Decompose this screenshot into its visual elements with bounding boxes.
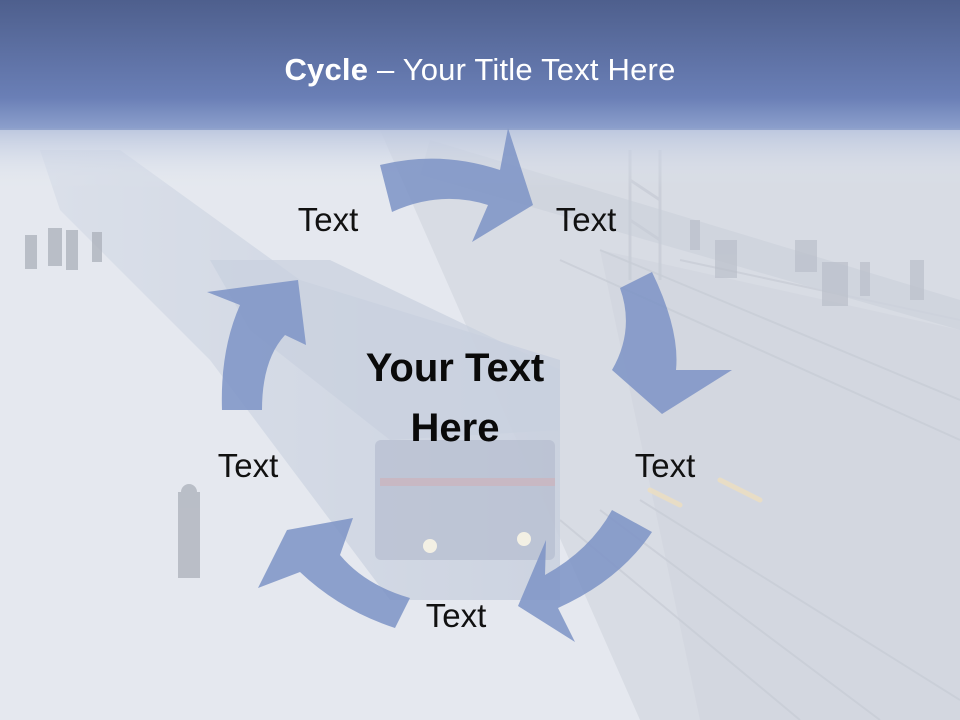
cycle-label-2: Text bbox=[555, 201, 617, 238]
center-text: Your Text Here bbox=[365, 346, 545, 450]
title-rest: – Your Title Text Here bbox=[368, 52, 676, 87]
cycle-label-4: Text bbox=[425, 597, 487, 634]
cycle-arrow-4 bbox=[258, 518, 410, 628]
cycle-label-5: Text bbox=[217, 447, 279, 484]
title-bold: Cycle bbox=[284, 52, 369, 87]
cycle-label-3: Text bbox=[634, 447, 696, 484]
cycle-arrow-1 bbox=[380, 128, 533, 242]
cycle-arrow-5 bbox=[207, 280, 306, 410]
cycle-arrow-3 bbox=[518, 510, 652, 642]
cycle-arrow-2 bbox=[612, 272, 732, 414]
slide-title: Cycle – Your Title Text Here bbox=[0, 52, 960, 88]
cycle-label-1: Text bbox=[297, 201, 359, 238]
